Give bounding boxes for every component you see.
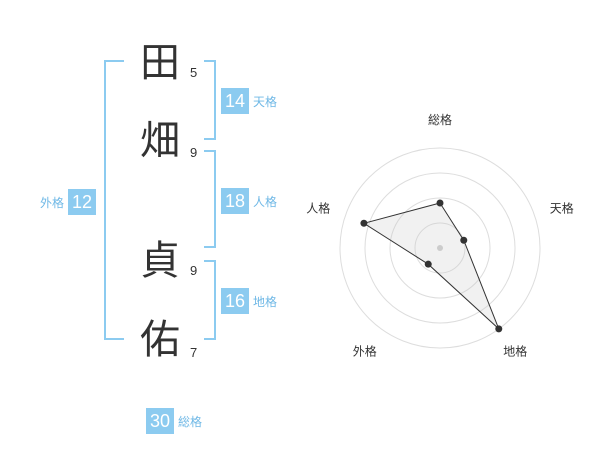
radar-axis-label-4: 外格 [353,344,377,359]
name-char-4: 佑 [140,317,180,363]
soukaku-value: 30 [146,408,174,434]
name-char-1: 田 [140,40,180,86]
radar-axis-label-2: 天格 [550,200,574,215]
radar-axis-label-3: 地格 [503,344,527,359]
gaikaku-badge: 外格 12 [40,189,97,215]
tenkaku-badge: 14 天格 [221,88,277,114]
radar-ring-4 [339,147,541,349]
radar-point-4 [424,260,432,268]
chikaku-label: 地格 [253,294,278,309]
gaikaku-label: 外格 [40,195,65,210]
chikaku-value: 16 [221,288,249,314]
radar-point-2 [460,236,468,244]
stroke-count-1: 5 [190,65,198,80]
name-char-3: 貞 [140,238,180,284]
radar-ring-2 [389,197,491,299]
stroke-count-3: 9 [190,263,198,278]
radar-point-1 [436,199,444,207]
radar-center-dot [437,245,443,251]
chikaku-badge: 16 地格 [221,288,277,314]
stroke-count-4: 7 [190,345,198,360]
radar-point-5 [360,219,368,227]
tenkaku-value: 14 [221,88,249,114]
name-char-2: 畑 [140,118,180,164]
tenkaku-label: 天格 [253,94,278,109]
gaikaku-value: 12 [68,189,97,215]
radar-axis-label-1: 総格 [428,112,452,127]
soukaku-badge: 30 総格 [146,408,202,434]
jinkaku-badge: 18 人格 [221,188,277,214]
jinkaku-bracket [204,150,216,248]
jinkaku-label: 人格 [253,194,278,209]
radar-series-shape [362,202,500,330]
soukaku-label: 総格 [178,414,203,429]
radar-point-3 [495,325,503,333]
stroke-count-2: 9 [190,145,198,160]
chikaku-bracket [204,260,216,340]
radar-ring-1 [414,222,466,274]
jinkaku-value: 18 [221,188,249,214]
gaikaku-bracket [104,60,124,340]
tenkaku-bracket [204,60,216,140]
radar-axis-label-5: 人格 [306,200,330,215]
radar-ring-3 [364,172,516,324]
